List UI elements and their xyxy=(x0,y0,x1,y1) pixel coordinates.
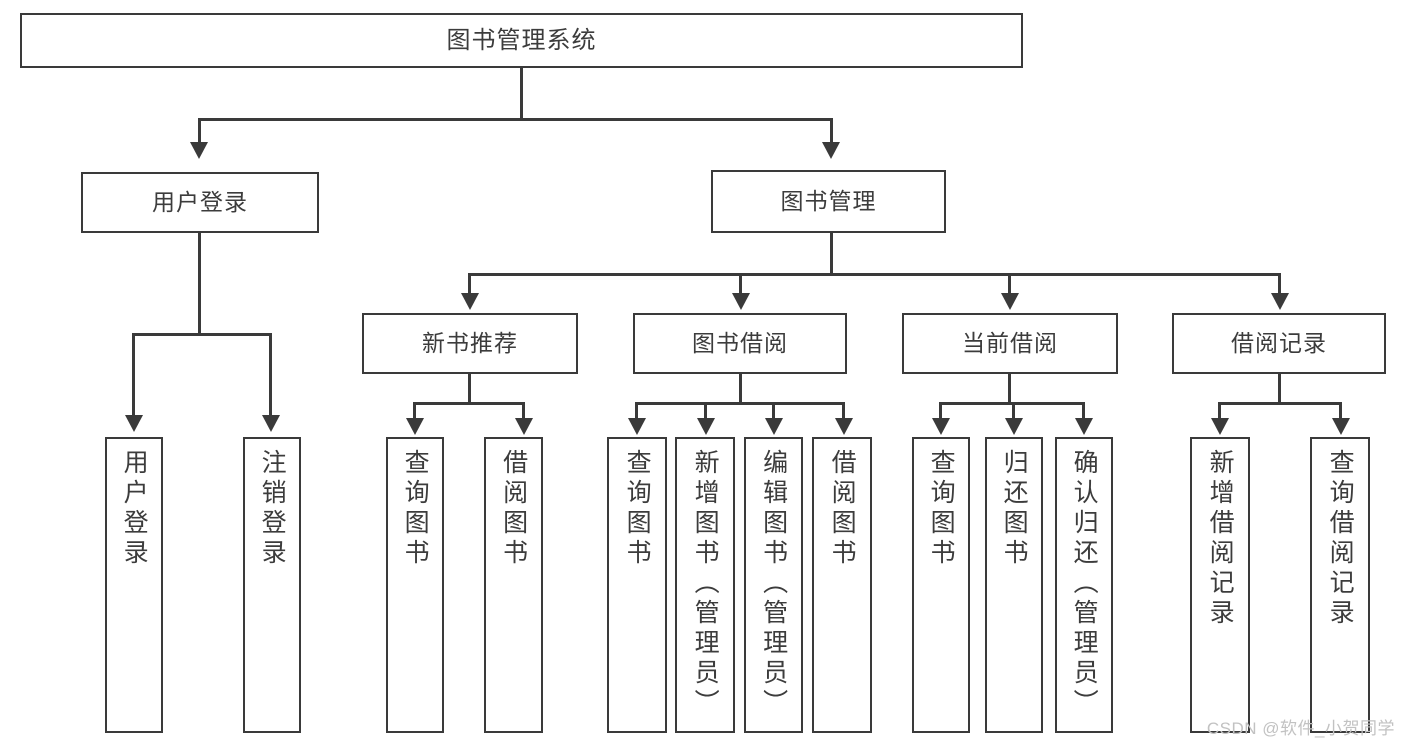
arrow-br-leaf-2 xyxy=(1332,418,1350,435)
arrow-root-to-user-login xyxy=(190,142,208,159)
node-new-book-recommend-label: 新书推荐 xyxy=(422,330,518,357)
node-leaf-recommend-query-book-label: 查询图书 xyxy=(401,449,430,569)
connector-book-management-stem xyxy=(830,233,833,275)
node-leaf-recommend-borrow-book-label: 借阅图书 xyxy=(499,449,528,569)
connector-bb-drop-2 xyxy=(704,402,707,418)
node-root-book-management-system[interactable]: 图书管理系统 xyxy=(20,13,1023,68)
node-leaf-query-borrow-record[interactable]: 查询借阅记录 xyxy=(1310,437,1370,733)
arrow-root-to-book-management xyxy=(822,142,840,159)
connector-cb-drop-3 xyxy=(1082,402,1085,418)
node-leaf-recommend-borrow-book[interactable]: 借阅图书 xyxy=(484,437,543,733)
node-borrow-record-label: 借阅记录 xyxy=(1231,330,1327,357)
node-current-borrow-label: 当前借阅 xyxy=(962,330,1058,357)
node-leaf-add-book-admin[interactable]: 新增图书（管理员） xyxy=(675,437,735,733)
connector-root-stem xyxy=(520,68,523,120)
arrow-bm-to-book-borrow xyxy=(732,293,750,310)
node-book-borrow-label: 图书借阅 xyxy=(692,330,788,357)
arrow-nbr-leaf-2 xyxy=(515,418,533,435)
node-leaf-add-borrow-record-label: 新增借阅记录 xyxy=(1206,449,1235,629)
connector-cb-bus xyxy=(939,402,1082,405)
connector-bb-drop-1 xyxy=(635,402,638,418)
node-user-login-label: 用户登录 xyxy=(152,189,248,216)
arrow-nbr-leaf-1 xyxy=(406,418,424,435)
arrow-bb-leaf-1 xyxy=(628,418,646,435)
node-new-book-recommend[interactable]: 新书推荐 xyxy=(362,313,578,374)
connector-root-to-user-login xyxy=(198,118,201,142)
connector-br-bus xyxy=(1218,402,1342,405)
connector-root-bus xyxy=(198,118,832,121)
node-leaf-user-login-label: 用户登录 xyxy=(120,449,149,569)
node-root-label: 图书管理系统 xyxy=(446,26,597,54)
node-leaf-add-book-admin-label: 新增图书（管理员） xyxy=(691,449,720,719)
node-leaf-logout-label: 注销登录 xyxy=(258,449,287,569)
connector-user-login-bus xyxy=(132,333,271,336)
connector-user-login-stem xyxy=(198,233,201,335)
node-leaf-logout[interactable]: 注销登录 xyxy=(243,437,301,733)
connector-nbr-bus xyxy=(413,402,525,405)
connector-cb-stem xyxy=(1008,374,1011,404)
node-leaf-borrow-query-book-label: 查询图书 xyxy=(623,449,652,569)
connector-nbr-drop-2 xyxy=(522,402,525,418)
connector-user-login-drop-2 xyxy=(269,333,272,415)
node-leaf-query-borrow-record-label: 查询借阅记录 xyxy=(1326,449,1355,629)
connector-cb-drop-2 xyxy=(1012,402,1015,418)
node-book-borrow[interactable]: 图书借阅 xyxy=(633,313,847,374)
watermark-text: CSDN @软件_小贺同学 xyxy=(1206,719,1395,738)
connector-user-login-drop-1 xyxy=(132,333,135,415)
node-book-management[interactable]: 图书管理 xyxy=(711,170,946,233)
arrow-user-login-leaf-2 xyxy=(262,415,280,432)
connector-bb-drop-3 xyxy=(772,402,775,418)
arrow-bm-to-borrow-record xyxy=(1271,293,1289,310)
connector-br-drop-2 xyxy=(1339,402,1342,418)
connector-cb-drop-1 xyxy=(939,402,942,418)
connector-nbr-stem xyxy=(468,374,471,404)
node-book-management-label: 图书管理 xyxy=(780,188,877,215)
connector-bm-drop-1 xyxy=(468,273,471,293)
arrow-cb-leaf-3 xyxy=(1075,418,1093,435)
arrow-bb-leaf-3 xyxy=(765,418,783,435)
node-leaf-confirm-return-admin[interactable]: 确认归还（管理员） xyxy=(1055,437,1113,733)
arrow-user-login-leaf-1 xyxy=(125,415,143,432)
arrow-bb-leaf-2 xyxy=(697,418,715,435)
connector-bb-bus xyxy=(635,402,845,405)
arrow-cb-leaf-1 xyxy=(932,418,950,435)
arrow-bb-leaf-4 xyxy=(835,418,853,435)
node-borrow-record[interactable]: 借阅记录 xyxy=(1172,313,1386,374)
node-current-borrow[interactable]: 当前借阅 xyxy=(902,313,1118,374)
node-leaf-user-login[interactable]: 用户登录 xyxy=(105,437,163,733)
node-leaf-borrow-query-book[interactable]: 查询图书 xyxy=(607,437,667,733)
arrow-br-leaf-1 xyxy=(1211,418,1229,435)
node-leaf-borrow-book[interactable]: 借阅图书 xyxy=(812,437,872,733)
connector-br-drop-1 xyxy=(1218,402,1221,418)
node-leaf-add-borrow-record[interactable]: 新增借阅记录 xyxy=(1190,437,1250,733)
arrow-bm-to-current-borrow xyxy=(1001,293,1019,310)
node-leaf-current-query-book-label: 查询图书 xyxy=(927,449,956,569)
connector-bb-drop-4 xyxy=(842,402,845,418)
connector-root-to-book-management xyxy=(830,118,833,142)
connector-bm-drop-4 xyxy=(1278,273,1281,293)
connector-bb-stem xyxy=(739,374,742,404)
node-leaf-edit-book-admin[interactable]: 编辑图书（管理员） xyxy=(744,437,803,733)
node-leaf-return-book-label: 归还图书 xyxy=(1000,449,1029,569)
node-leaf-current-query-book[interactable]: 查询图书 xyxy=(912,437,970,733)
connector-br-stem xyxy=(1278,374,1281,404)
node-leaf-return-book[interactable]: 归还图书 xyxy=(985,437,1043,733)
node-leaf-borrow-book-label: 借阅图书 xyxy=(828,449,857,569)
arrow-bm-to-new-book-recommend xyxy=(461,293,479,310)
connector-bm-drop-3 xyxy=(1008,273,1011,293)
arrow-cb-leaf-2 xyxy=(1005,418,1023,435)
node-user-login[interactable]: 用户登录 xyxy=(81,172,319,233)
connector-nbr-drop-1 xyxy=(413,402,416,418)
connector-bm-drop-2 xyxy=(739,273,742,293)
node-leaf-edit-book-admin-label: 编辑图书（管理员） xyxy=(759,449,788,719)
node-leaf-recommend-query-book[interactable]: 查询图书 xyxy=(386,437,444,733)
node-leaf-confirm-return-admin-label: 确认归还（管理员） xyxy=(1070,449,1099,719)
connector-book-management-bus xyxy=(468,273,1280,276)
